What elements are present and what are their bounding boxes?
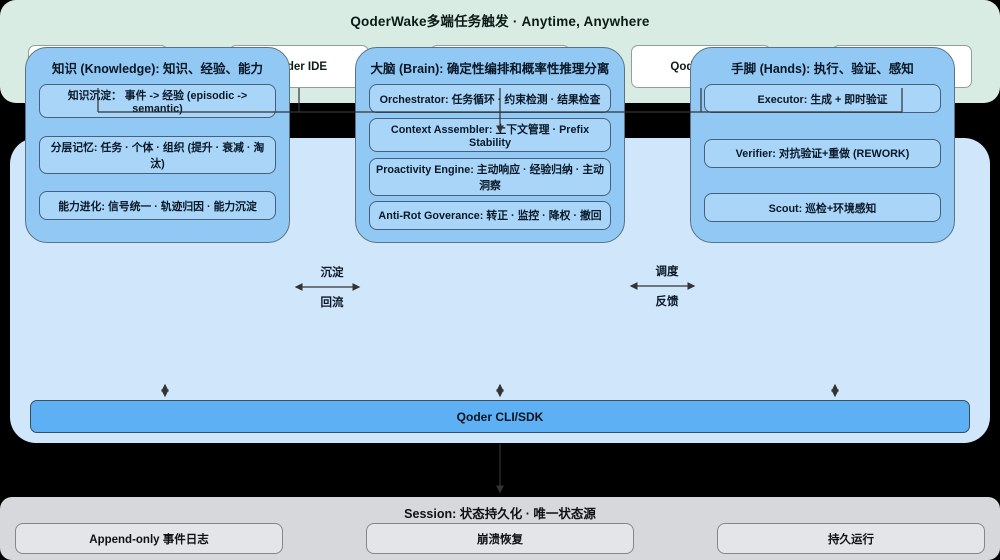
- knowledge-column-title: 知识 (Knowledge): 知识、经验、能力: [51, 62, 264, 76]
- knowledge-column: 知识 (Knowledge): 知识、经验、能力 知识沉淀： 事件 -> 经验 …: [25, 47, 290, 243]
- session-node-row: Append-only 事件日志 崩溃恢复 持久运行: [15, 523, 985, 554]
- knowledge-column-items: 知识沉淀： 事件 -> 经验 (episodic -> semantic) 分层…: [39, 84, 276, 220]
- knowledge-item-sedimentation: 知识沉淀： 事件 -> 经验 (episodic -> semantic): [39, 84, 276, 118]
- session-section: Session: 状态持久化 · 唯一状态源 Append-only 事件日志 …: [0, 497, 1000, 560]
- hands-item-scout: Scout: 巡检+环境感知: [704, 193, 941, 222]
- session-section-title: Session: 状态持久化 · 唯一状态源: [404, 507, 596, 521]
- session-node-persistent-run: 持久运行: [717, 523, 985, 554]
- brain-item-proactivity-engine: Proactivity Engine: 主动响应 · 经验归纳 · 主动洞察: [369, 157, 611, 196]
- knowledge-item-layered-memory: 分层记忆: 任务 · 个体 · 组织 (提升 · 衰减 · 淘汰): [39, 135, 276, 174]
- hands-item-executor: Executor: 生成 + 即时验证: [704, 84, 941, 113]
- hands-item-verifier: Verifier: 对抗验证+重做 (REWORK): [704, 138, 941, 168]
- sdk-bar: Qoder CLI/SDK: [30, 400, 970, 433]
- brain-item-orchestrator: Orchestrator: 任务循环 · 约束检测 · 结果检查: [369, 84, 611, 113]
- session-node-event-log: Append-only 事件日志: [15, 523, 283, 554]
- hands-column-items: Executor: 生成 + 即时验证 Verifier: 对抗验证+重做 (R…: [704, 84, 941, 222]
- hands-column: 手脚 (Hands): 执行、验证、感知 Executor: 生成 + 即时验证…: [690, 47, 955, 243]
- brain-column-title: 大脑 (Brain): 确定性编排和概率性推理分离: [370, 62, 610, 76]
- trigger-section-title: QoderWake多端任务触发 · Anytime, Anywhere: [350, 14, 650, 29]
- flow-label-sediment: 沉淀: [320, 267, 344, 279]
- flow-label-reflux: 回流: [320, 297, 344, 309]
- knowledge-item-capability-evolution: 能力进化: 信号统一 · 轨迹归因 · 能力沉淀: [39, 191, 276, 220]
- brain-item-context-assembler: Context Assembler: 上下文管理 · Prefix Stabil…: [369, 118, 611, 153]
- brain-column: 大脑 (Brain): 确定性编排和概率性推理分离 Orchestrator: …: [355, 47, 625, 243]
- brain-column-items: Orchestrator: 任务循环 · 约束检测 · 结果检查 Context…: [369, 84, 611, 230]
- session-node-crash-recovery: 崩溃恢复: [366, 523, 634, 554]
- hands-column-title: 手脚 (Hands): 执行、验证、感知: [731, 62, 914, 76]
- flow-label-dispatch: 调度: [655, 266, 679, 278]
- brain-item-anti-rot-governance: Anti-Rot Goverance: 转正 · 监控 · 降权 · 撤回: [369, 200, 611, 230]
- flow-label-feedback: 反馈: [655, 296, 679, 308]
